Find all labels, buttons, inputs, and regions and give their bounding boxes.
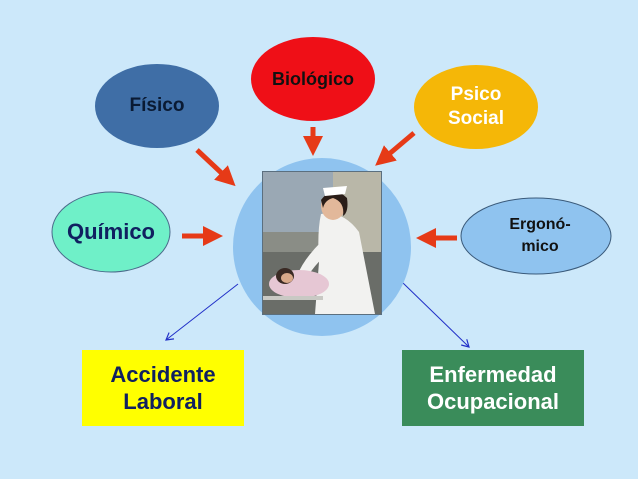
accidente-laboral-box: Accidente Laboral	[82, 350, 244, 426]
fisico-ellipse	[95, 64, 219, 148]
ergonomico-label: Ergonó- mico	[509, 215, 571, 255]
biologico-ellipse	[251, 37, 375, 121]
photo-illustration	[263, 172, 381, 314]
arrow-to-accidente	[165, 283, 239, 341]
arrow-fisico	[195, 148, 236, 187]
quimico-label: Químico	[66, 219, 155, 245]
psicosocial-ellipse	[414, 65, 538, 149]
nurse-with-infant-photo	[262, 171, 382, 315]
fisico-label: Físico	[129, 95, 185, 117]
quimico-ellipse	[51, 191, 171, 273]
psicosocial-label: Psico Social	[448, 84, 504, 129]
ergonomico-ellipse	[460, 197, 612, 275]
arrow-psicosocial	[375, 131, 416, 166]
arrow-to-enfermedad	[402, 282, 470, 348]
enfermedad-ocupacional-box: Enfermedad Ocupacional	[402, 350, 584, 426]
biologico-label: Biológico	[272, 68, 354, 89]
